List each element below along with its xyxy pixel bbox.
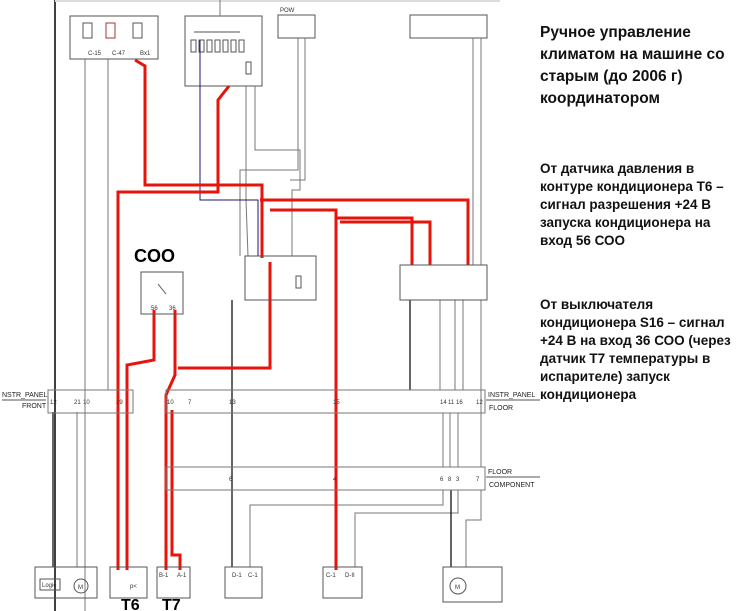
t7-label: T7 [162,597,181,611]
t6-pressure-sensor: p< [109,566,148,599]
svg-text:p<: p< [130,584,137,590]
m4-motor-component: M [442,566,503,603]
svg-text:3: 3 [456,477,460,483]
t6-label: T6 [121,597,140,611]
svg-text:8: 8 [448,477,452,483]
svg-text:56: 56 [151,306,158,312]
svg-text:B-1: B-1 [159,573,169,579]
note-t6-pressure: От датчика давления в контуре кондиционе… [540,161,724,248]
svg-text:NSTR_PANEL: NSTR_PANEL [2,392,47,399]
svg-text:10: 10 [83,400,90,406]
m1-blower-component: Logic M [34,566,98,599]
svg-text:12: 12 [476,400,483,406]
svg-text:4: 4 [333,477,337,483]
svg-text:C-1: C-1 [248,573,258,579]
svg-text:M: M [78,585,83,591]
note-s16-switch: От выключателя кондиционера S16 – сигнал… [540,297,731,402]
connector-instr-panel-floor: INSTR_PANEL FLOOR 10 7 13 15 14 11 16 12 [165,389,540,414]
svg-text:36: 36 [169,306,176,312]
svg-text:C-1: C-1 [326,573,336,579]
svg-text:15: 15 [333,400,340,406]
b5-component: C-1 D-II [322,566,363,599]
svg-text:FRONT: FRONT [22,403,47,410]
svg-text:14: 14 [440,400,447,406]
svg-text:7: 7 [476,477,480,483]
svg-text:19: 19 [116,400,123,406]
coo-box: 56 36 [140,271,184,315]
svg-text:D-1: D-1 [232,573,242,579]
connector-instr-panel-front: NSTR_PANEL FRONT 12 21 10 19 [2,389,134,414]
t7-temperature-sensor: B-1 A-1 [156,566,191,599]
fuse-box: C-15 C-47 Bx1 [69,15,159,60]
svg-text:C-15: C-15 [88,51,102,57]
svg-text:Bx1: Bx1 [140,51,151,57]
svg-text:D-II: D-II [345,573,355,579]
svg-text:7: 7 [188,400,192,406]
diagram-title: Ручное управление климатом на машине со … [540,24,725,107]
svg-text:13: 13 [229,400,236,406]
svg-text:21: 21 [74,400,81,406]
svg-text:12: 12 [50,400,57,406]
svg-text:16: 16 [456,400,463,406]
svg-text:POW: POW [280,8,295,14]
svg-text:A-1: A-1 [177,573,187,579]
relay-box-right [399,264,488,301]
coo-label: COO [134,246,175,266]
svg-text:6: 6 [440,477,444,483]
b4-component: D-1 C-1 [224,566,263,599]
svg-text:6: 6 [229,477,233,483]
relay-box-left [244,255,317,301]
switch-s4-box [184,15,263,87]
svg-text:INSTR_PANEL: INSTR_PANEL [488,392,535,399]
svg-text:11: 11 [448,400,455,406]
svg-text:COMPONENT: COMPONENT [489,482,535,489]
svg-text:FLOOR: FLOOR [488,469,512,476]
svg-text:10: 10 [167,400,174,406]
svg-text:C-47: C-47 [112,51,126,57]
svg-text:Logic: Logic [42,583,56,589]
svg-text:M: M [455,585,460,591]
svg-text:FLOOR: FLOOR [489,405,513,412]
connector-floor-component: FLOOR COMPONENT 6 4 6 8 3 7 [165,466,540,491]
power-box: POW [277,8,316,39]
connector-top-right [409,14,488,39]
